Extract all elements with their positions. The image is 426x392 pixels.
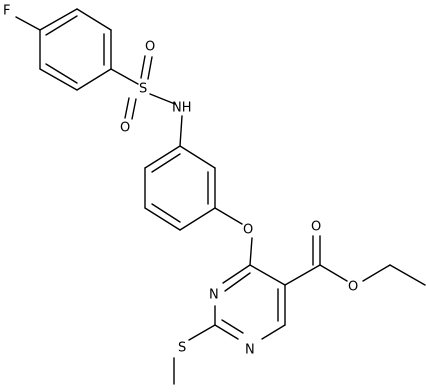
- bond: [76, 68, 112, 91]
- bond: [221, 319, 244, 334]
- bond: [261, 324, 286, 340]
- fluorine-label: F: [3, 4, 10, 19]
- bond: [249, 237, 253, 266]
- bond: [131, 98, 137, 120]
- ester-oxygen-label: O: [348, 280, 358, 295]
- bond: [224, 272, 251, 292]
- sulfonamide-nh-label: NH: [172, 101, 192, 116]
- bond: [284, 264, 321, 286]
- bond: [140, 55, 146, 79]
- pyrimidine-n3-label: N: [245, 343, 255, 358]
- bond: [214, 324, 239, 340]
- bond: [389, 264, 426, 286]
- bond: [149, 93, 176, 105]
- bond: [249, 264, 286, 286]
- bond: [147, 56, 153, 80]
- bond: [15, 16, 41, 31]
- bond: [214, 207, 243, 225]
- sulfonyl-oxygen-top-label: O: [145, 40, 155, 55]
- bond: [319, 264, 348, 282]
- bond: [151, 153, 181, 173]
- sulfonyl-sulfur-label: S: [139, 82, 147, 97]
- bond: [222, 264, 251, 284]
- bond: [39, 68, 78, 91]
- bond: [76, 8, 112, 31]
- ether-oxygen-label: O: [243, 223, 253, 238]
- bond: [179, 207, 216, 231]
- bonds: [15, 8, 426, 385]
- bond: [362, 264, 391, 282]
- bond: [144, 207, 181, 231]
- bond: [179, 145, 216, 169]
- bond: [110, 68, 139, 85]
- bond: [39, 8, 78, 31]
- bond: [45, 15, 78, 36]
- bond: [151, 203, 181, 223]
- bond: [124, 97, 130, 119]
- bond: [144, 145, 181, 169]
- carbonyl-oxygen-label: O: [311, 220, 321, 235]
- pyrimidine-n1-label: N: [209, 288, 219, 303]
- bond: [179, 115, 183, 147]
- bond: [45, 63, 78, 84]
- thioether-sulfur-label: S: [178, 341, 186, 356]
- bond: [188, 324, 216, 341]
- atom-labels: F S O O NH O O O N N S: [3, 4, 358, 358]
- sulfonyl-oxygen-bottom-label: O: [120, 121, 130, 136]
